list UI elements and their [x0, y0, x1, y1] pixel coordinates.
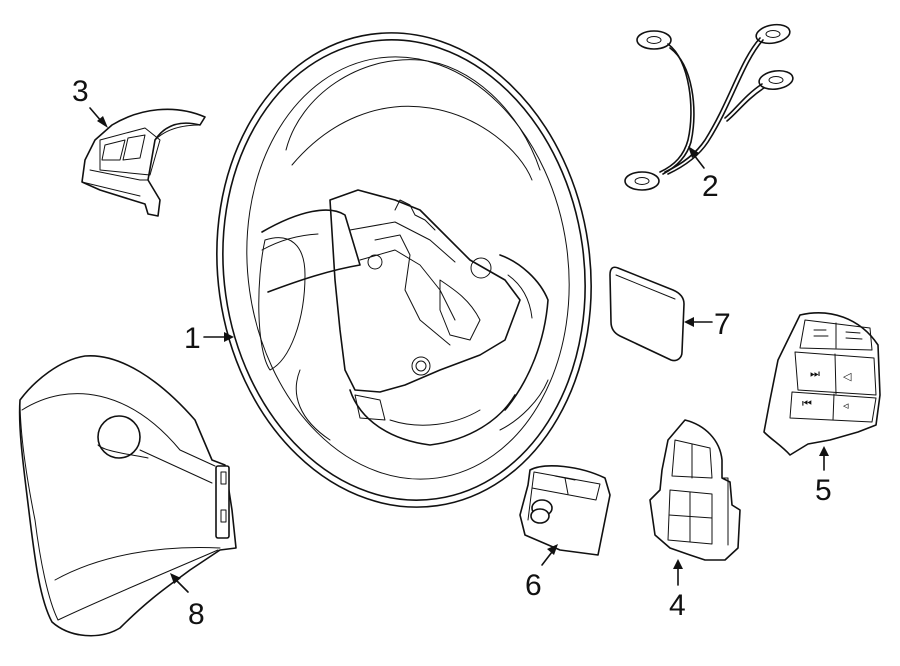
callout-3: 3: [72, 75, 89, 108]
callout-4: 4: [669, 589, 686, 622]
wire-harness: [624, 23, 794, 191]
volume-up-glyph: ◁: [843, 371, 852, 383]
steering-wheel: [216, 32, 592, 508]
callout-1: 1: [184, 322, 201, 355]
blank-cover: [609, 266, 685, 362]
callout-8: 8: [188, 598, 205, 631]
callout-6: 6: [525, 569, 542, 602]
next-track-glyph: ⏭: [810, 368, 820, 380]
airbag-module: [18, 355, 237, 637]
volume-down-glyph: ◃: [843, 400, 849, 412]
prev-track-glyph: ⏮: [802, 398, 812, 410]
right-switch-assembly: [649, 419, 741, 561]
callout-leaders: [89, 107, 829, 593]
callout-numbers: 3 2 1 7 5 6 4 8: [72, 75, 832, 631]
left-switch-assembly: [81, 108, 206, 217]
audio-switch-panel: ⏭ ◁ ⏮ ◃: [763, 312, 881, 456]
callout-2: 2: [702, 170, 719, 203]
callout-7: 7: [714, 308, 731, 341]
cruise-control-switch: [519, 465, 611, 556]
callout-5: 5: [815, 474, 832, 507]
